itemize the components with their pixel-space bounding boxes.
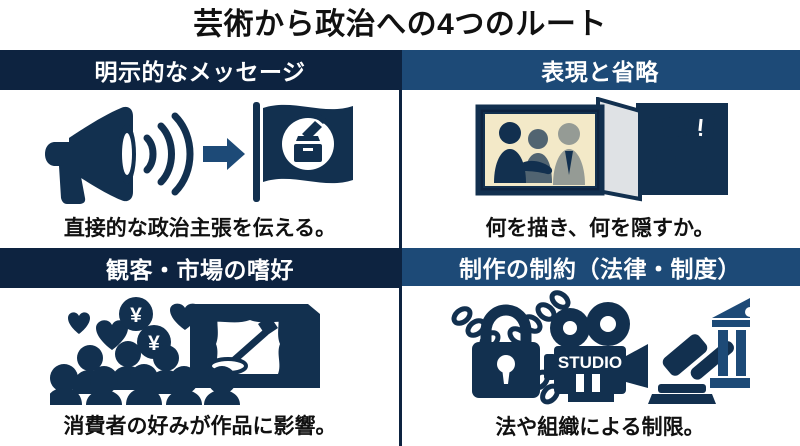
panel-art-audience-market: ¥ ¥ xyxy=(0,288,400,405)
panel-caption-expression-omission: 何を描き、何を隠すか。 xyxy=(485,217,715,240)
panel-explicit-message: 明示的なメッセージ xyxy=(0,50,400,248)
government-building-icon xyxy=(710,298,750,389)
panel-art-expression-omission xyxy=(400,90,800,206)
camera-studio-label: STUDIO xyxy=(558,353,622,372)
svg-text:¥: ¥ xyxy=(130,304,142,327)
yen-coin-icon: ¥ ¥ xyxy=(119,296,171,359)
megaphone-icon xyxy=(45,106,136,204)
panel-header-production-constraints: 制作の制約（法律・制度） xyxy=(400,248,800,287)
panel-production-constraints: 制作の制約（法律・制度） xyxy=(400,248,800,446)
panel-caption-audience-market: 消費者の好みが作品に影響。 xyxy=(63,415,337,439)
sound-waves-icon xyxy=(143,112,194,196)
handshake-icon xyxy=(475,104,605,195)
padlock-icon xyxy=(472,304,540,399)
panel-caption-explicit-message: 直接的な政治主張を伝える。 xyxy=(63,217,337,240)
quadrant-grid: 明示的なメッセージ xyxy=(0,50,800,446)
panel-expression-omission: 表現と省略 xyxy=(400,50,800,248)
vertical-divider xyxy=(399,50,402,446)
megaphone-to-ballot-illustration xyxy=(45,102,353,204)
film-camera-icon: STUDIO xyxy=(544,302,648,403)
arrow-right-icon xyxy=(203,138,245,170)
audience-crowd-icon xyxy=(50,340,240,405)
panel-art-production-constraints: STUDIO xyxy=(400,286,800,406)
panel-header-expression-omission: 表現と省略 xyxy=(400,50,800,90)
flag-icon xyxy=(253,102,353,202)
page-title: 芸術から政治への4つのルート xyxy=(193,8,607,41)
folding-frame-illustration xyxy=(475,96,728,201)
panel-header-audience-market: 観客・市場の嗜好 xyxy=(0,248,400,288)
audience-stage-illustration: ¥ ¥ xyxy=(50,296,320,405)
protest-placard-icon xyxy=(636,102,728,195)
lock-camera-gavel-illustration: STUDIO xyxy=(451,290,750,405)
panel-audience-market: 観客・市場の嗜好 ¥ ¥ xyxy=(0,248,400,446)
panel-art-explicit-message xyxy=(0,90,400,206)
panel-caption-production-constraints: 法や組織による制限。 xyxy=(495,416,705,440)
title-bar: 芸術から政治への4つのルート xyxy=(0,0,800,50)
ballot-box-icon xyxy=(294,114,327,162)
panel-header-explicit-message: 明示的なメッセージ xyxy=(0,50,400,90)
